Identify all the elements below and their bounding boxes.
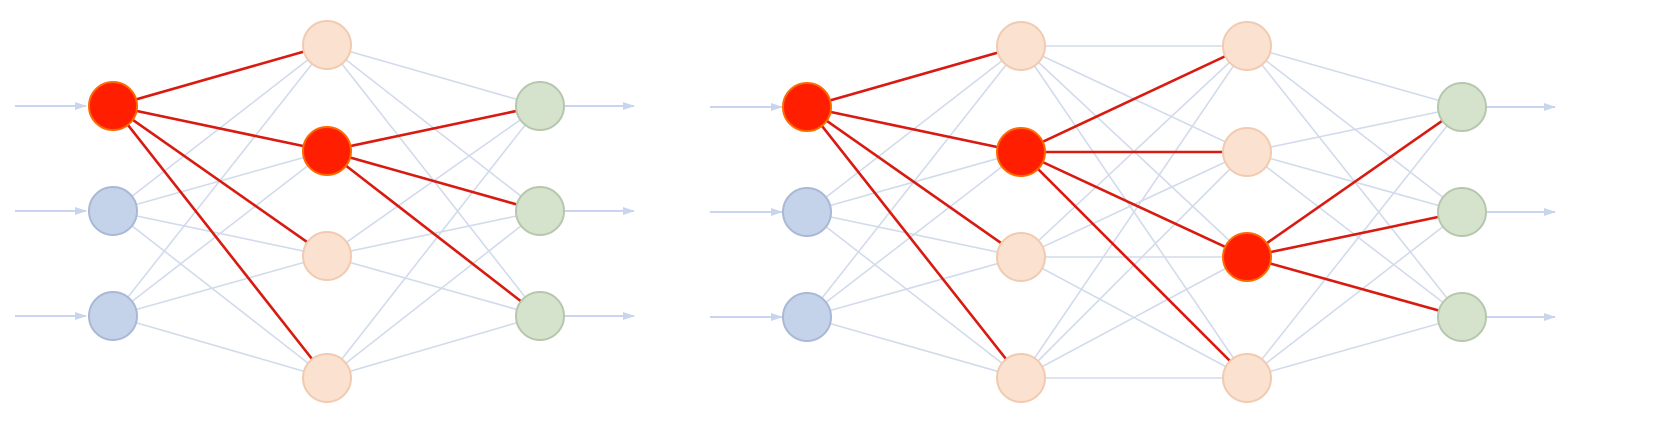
connection (112, 210, 328, 379)
output-node (515, 81, 565, 131)
active-connection (1246, 105, 1463, 259)
active-connection (806, 105, 1022, 154)
hidden-node (1222, 21, 1272, 71)
hidden-node (302, 231, 352, 281)
hidden-node (996, 21, 1046, 71)
connection (1246, 45, 1463, 108)
active-edges (805, 44, 1463, 379)
active-connection (806, 44, 1022, 109)
connection (112, 255, 328, 317)
active-connection (1246, 255, 1463, 319)
active-connection (1020, 151, 1248, 379)
connection (806, 211, 1022, 379)
connection (1020, 256, 1248, 379)
connection (112, 150, 328, 317)
network-two-hidden-layers (710, 21, 1556, 403)
edges (806, 45, 1463, 379)
connection (1246, 106, 1463, 379)
connection (1246, 106, 1463, 153)
hidden-node (302, 353, 352, 403)
active-connection (805, 106, 1023, 379)
active-connection (806, 105, 1022, 259)
output-node (1437, 82, 1487, 132)
network-one-hidden-layer (15, 20, 635, 403)
connection (806, 256, 1022, 318)
connection (326, 255, 541, 317)
input-node (782, 187, 832, 237)
connection (326, 105, 541, 379)
active-connection (1020, 44, 1248, 154)
connection (112, 315, 328, 379)
connection (806, 316, 1022, 379)
active-hidden-node (1222, 232, 1272, 282)
active-connection (112, 43, 328, 108)
hidden-node (996, 232, 1046, 282)
active-connection (1246, 210, 1463, 259)
connection (326, 315, 541, 379)
active-hidden-node (996, 127, 1046, 177)
connection (1246, 211, 1463, 379)
active-connection (1020, 150, 1248, 259)
active-hidden-node (302, 126, 352, 176)
output-node (1437, 187, 1487, 237)
hidden-node (1222, 127, 1272, 177)
active-connection (326, 149, 541, 318)
input-node (88, 186, 138, 236)
input-node (782, 292, 832, 342)
active-input-node (782, 82, 832, 132)
hidden-node (302, 20, 352, 70)
connection (326, 210, 541, 379)
active-connection (326, 104, 541, 153)
connection (806, 151, 1022, 318)
output-node (515, 186, 565, 236)
connection (326, 44, 541, 107)
active-connection (112, 104, 328, 153)
edges (112, 44, 541, 379)
active-connection (326, 149, 541, 213)
active-connection (111, 105, 329, 379)
input-node (88, 291, 138, 341)
connection (1020, 45, 1248, 379)
active-input-node (88, 81, 138, 131)
connection (1246, 316, 1463, 379)
hidden-node (996, 353, 1046, 403)
hidden-node (1222, 353, 1272, 403)
active-edges (111, 43, 541, 379)
output-node (1437, 292, 1487, 342)
active-connection (112, 104, 328, 258)
output-node (515, 291, 565, 341)
